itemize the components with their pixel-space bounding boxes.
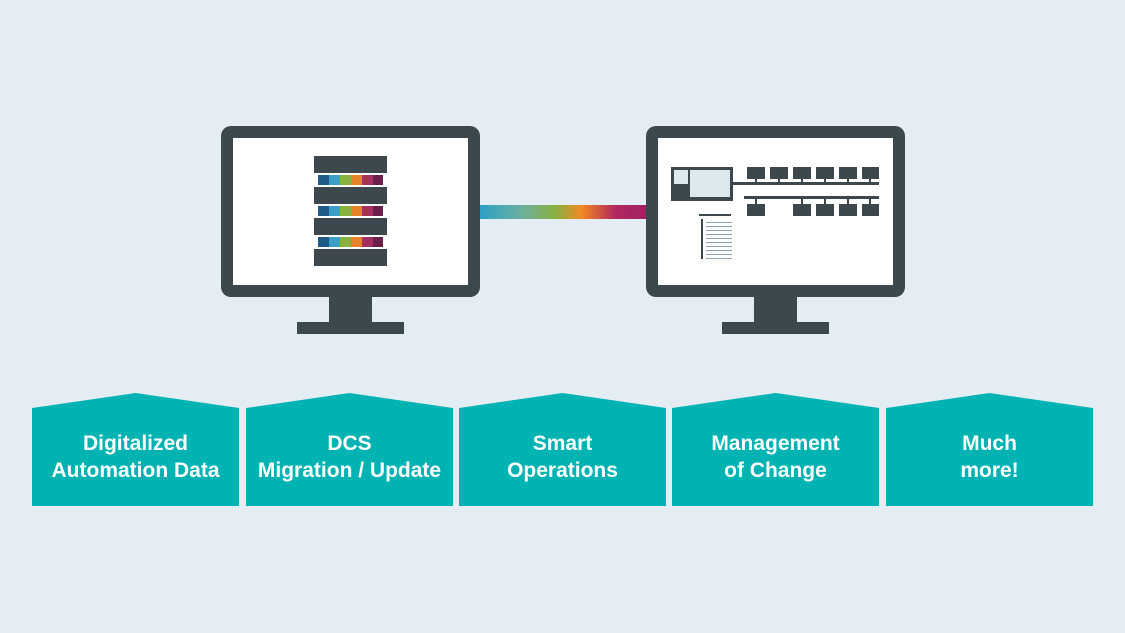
card-smart-operations: Smart Operations [459, 393, 666, 506]
card-line-1: Smart [532, 431, 593, 455]
card-much-more: Much more! [886, 393, 1093, 506]
network-topology-icon [671, 167, 879, 259]
card-line-2: Migration / Update [257, 458, 442, 482]
data-cable [478, 205, 650, 219]
card-line-1: DCS [327, 431, 372, 455]
card-line-2: Automation Data [51, 458, 220, 482]
card-line-1: Management [711, 431, 840, 455]
card-management-of-change: Management of Change [672, 393, 879, 506]
card-line-2: of Change [724, 458, 827, 482]
card-dcs-migration-update: DCS Migration / Update [246, 393, 453, 506]
card-line-1: Digitalized [82, 431, 188, 455]
card-line-2: Operations [507, 458, 618, 482]
card-line-2: more! [960, 458, 1019, 482]
monitor-right [646, 126, 905, 334]
card-digitalized-automation-data: Digitalized Automation Data [32, 393, 239, 506]
server-rack-icon [314, 156, 387, 266]
card-line-1: Much [962, 431, 1017, 455]
